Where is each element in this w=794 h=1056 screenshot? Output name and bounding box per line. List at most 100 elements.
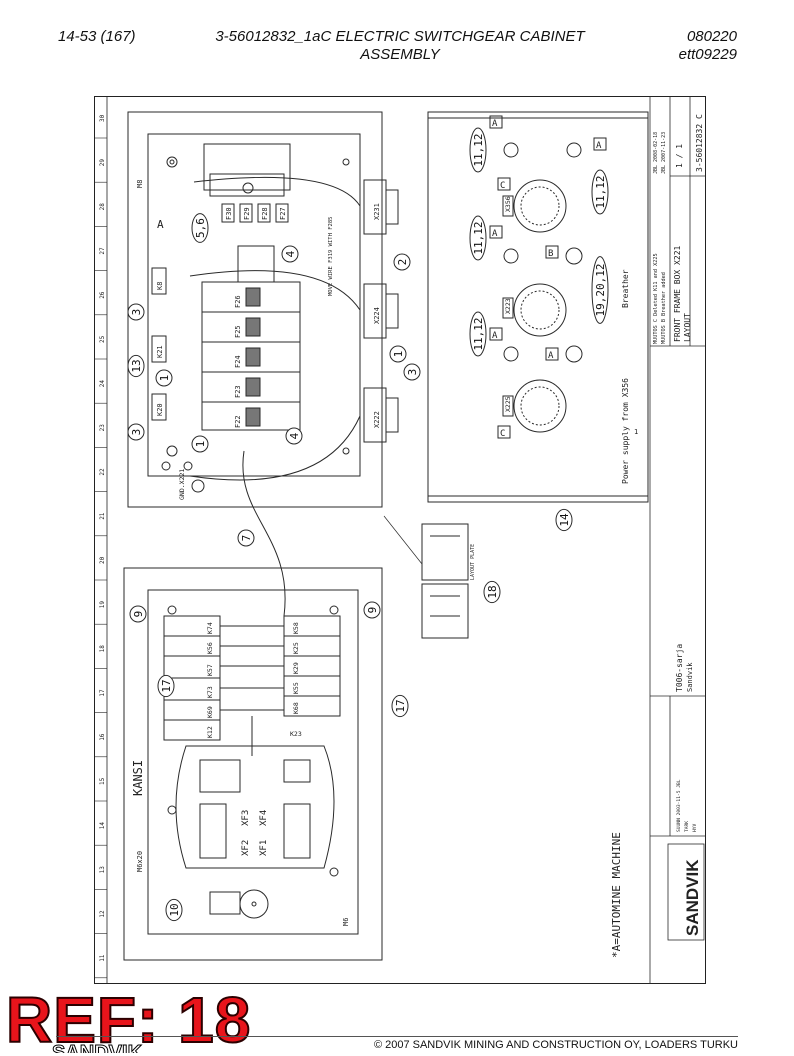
cable-gland	[503, 248, 519, 264]
kansi-fixing	[167, 605, 177, 615]
relay-label: F25	[234, 325, 242, 338]
fuse-slot	[275, 203, 289, 223]
copyright: © 2007 SANDVIK MINING AND CONSTRUCTION O…	[373, 1039, 738, 1051]
connector-panel-labels: X356 X223 X225 Breather Power supply fro…	[470, 196, 638, 580]
ruler-number: 24	[99, 380, 106, 388]
ecu-connector	[283, 803, 311, 859]
mounting-hole	[342, 158, 350, 166]
fuse-bracket-inner	[209, 173, 285, 197]
fuse-label: F28	[261, 207, 269, 220]
ruler-number: 19	[99, 601, 106, 609]
kansi-fixing	[167, 805, 177, 815]
frame-box-outline	[127, 111, 383, 508]
left-connector	[151, 267, 167, 295]
ruler-number: 29	[99, 159, 106, 167]
letter-box	[545, 347, 559, 361]
circular-connector	[513, 379, 567, 433]
power-code: 1	[634, 428, 638, 436]
relay-core	[245, 377, 261, 397]
letter-mark: C	[500, 429, 505, 439]
wire-note: MOVE WIRE F319 WITH F285	[328, 217, 334, 296]
right-connector-label: X231	[373, 203, 381, 220]
ruler-number: 18	[99, 645, 106, 653]
callout-number: 11,12	[472, 133, 485, 166]
callout-bubble	[129, 605, 147, 623]
connector-tag	[502, 395, 514, 417]
header-title-line-2: ASSEMBLY	[360, 46, 440, 63]
callout-bubble	[391, 694, 409, 718]
header-code: ett09229	[678, 46, 737, 63]
ruler-number: 13	[99, 866, 106, 874]
fuse-slot	[257, 203, 271, 223]
callout-number: 9	[366, 607, 379, 614]
connector-panel	[427, 111, 649, 503]
mounting-hole	[166, 156, 178, 168]
callout-bubble	[127, 303, 145, 321]
x225-label: X225	[504, 396, 512, 412]
x356-label: X356	[504, 196, 512, 212]
callout-number: 11,12	[594, 175, 607, 208]
header-title-line-1: 3-56012832_1aC ELECTRIC SWITCHGEAR CABIN…	[215, 28, 585, 45]
kansi-relay-label: K55	[292, 682, 300, 694]
drawing-title: FRONT FRAME BOX X221	[673, 245, 682, 342]
connector-tag	[502, 297, 514, 319]
xf-label: XF4	[259, 810, 269, 826]
left-connector	[151, 335, 167, 363]
ecu-connector	[283, 759, 311, 783]
kansi-relay-label: K25	[292, 642, 300, 654]
callout-number: 7	[240, 535, 253, 542]
ruler-number: 15	[99, 777, 106, 785]
interconnect-cable	[242, 450, 286, 617]
revision-date: JBL 2007-11-23	[661, 132, 667, 174]
zone-mark: A	[157, 218, 164, 231]
company-label: Sandvik	[686, 662, 694, 692]
fuse-slot	[221, 203, 235, 223]
ruler-number: 17	[99, 689, 106, 697]
ruler-number: 11	[99, 954, 106, 962]
left-connector	[151, 393, 167, 421]
letter-mark: A	[492, 229, 498, 239]
relay-rail	[237, 245, 275, 283]
letter-mark: A	[492, 331, 498, 341]
callout-bubble	[393, 253, 411, 271]
circular-connector	[513, 179, 567, 233]
layout-plate-outline	[421, 523, 469, 581]
letter-box	[489, 115, 503, 129]
xf-label: XF2	[241, 840, 251, 856]
mounting-hole	[169, 159, 175, 165]
connector-tag	[502, 195, 514, 217]
ruler-number: 22	[99, 468, 106, 476]
callout-bubble	[237, 529, 255, 547]
frame-box-inner-plate	[147, 133, 361, 477]
callout-bubble	[127, 423, 145, 441]
ref-stamp: REF: 18	[5, 984, 252, 1056]
header-reference: 080220 ett09229	[679, 28, 737, 64]
automine-note: *A=AUTOMINE MACHINE	[610, 832, 623, 958]
callout-number: 9	[132, 611, 145, 618]
callout-number: 3	[130, 309, 143, 316]
kansi-relay-label: K73	[206, 686, 214, 698]
callout-number: 14	[558, 513, 571, 527]
fuse-label: F30	[225, 207, 233, 220]
letter-mark: A	[548, 351, 554, 361]
title-block	[649, 96, 706, 984]
relay-label: F22	[234, 415, 242, 428]
kansi-outline	[123, 567, 383, 961]
title-block-text: MUUTOS C Deleted K11 and X225 MUUTOS B B…	[653, 114, 704, 936]
leader-line	[383, 515, 423, 565]
ground-symbol	[191, 479, 205, 493]
relay-core	[245, 347, 261, 367]
wiring-loom	[189, 176, 361, 481]
callout-bubble	[389, 345, 407, 363]
header-title: 3-56012832_1aC ELECTRIC SWITCHGEAR CABIN…	[195, 28, 605, 64]
kansi-fixing	[329, 867, 339, 877]
kansi-plate	[147, 589, 359, 935]
left-connector-label: K20	[156, 403, 164, 416]
panel-letter-marks	[489, 115, 607, 439]
callout-bubble	[591, 256, 609, 324]
relay-core	[245, 407, 261, 427]
callout-bubble	[191, 213, 209, 243]
kansi-knob-center	[251, 901, 257, 907]
cable-gland	[566, 142, 582, 158]
